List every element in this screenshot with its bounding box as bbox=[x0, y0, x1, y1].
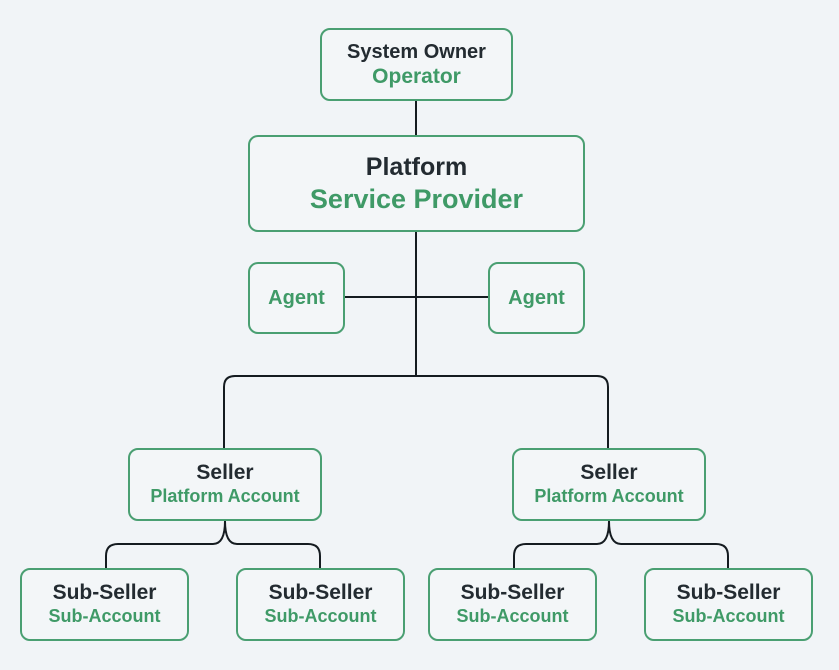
sub-seller-node-4: Sub-Seller Sub-Account bbox=[644, 568, 813, 641]
seller-left-role: Platform Account bbox=[150, 486, 300, 506]
sub-seller-2-title: Sub-Seller bbox=[268, 581, 373, 604]
seller-right-title: Seller bbox=[580, 461, 638, 484]
sub-seller-node-3: Sub-Seller Sub-Account bbox=[428, 568, 597, 641]
left-seller-children-connector bbox=[105, 520, 321, 568]
seller-node-left: Seller Platform Account bbox=[128, 448, 322, 521]
agent-node-left: Agent bbox=[248, 262, 345, 334]
agent-left-label: Agent bbox=[268, 287, 325, 309]
right-seller-children-connector bbox=[513, 520, 729, 568]
seller-node-right: Seller Platform Account bbox=[512, 448, 706, 521]
platform-role: Service Provider bbox=[309, 184, 524, 214]
platform-node: Platform Service Provider bbox=[248, 135, 585, 232]
sub-seller-2-role: Sub-Account bbox=[264, 606, 377, 626]
platform-title: Platform bbox=[365, 153, 468, 181]
system-owner-node: System Owner Operator bbox=[320, 28, 513, 101]
sub-seller-4-role: Sub-Account bbox=[672, 606, 785, 626]
sub-seller-3-title: Sub-Seller bbox=[460, 581, 565, 604]
sub-seller-3-role: Sub-Account bbox=[456, 606, 569, 626]
seller-right-role: Platform Account bbox=[534, 486, 684, 506]
system-owner-role: Operator bbox=[372, 65, 461, 88]
seller-branch-connector bbox=[223, 375, 609, 448]
seller-left-title: Seller bbox=[196, 461, 254, 484]
sub-seller-node-1: Sub-Seller Sub-Account bbox=[20, 568, 189, 641]
sub-seller-1-role: Sub-Account bbox=[48, 606, 161, 626]
sub-seller-1-title: Sub-Seller bbox=[52, 581, 157, 604]
sub-seller-4-title: Sub-Seller bbox=[676, 581, 781, 604]
sub-seller-node-2: Sub-Seller Sub-Account bbox=[236, 568, 405, 641]
system-owner-title: System Owner bbox=[347, 41, 486, 63]
agent-right-label: Agent bbox=[508, 287, 565, 309]
agent-node-right: Agent bbox=[488, 262, 585, 334]
